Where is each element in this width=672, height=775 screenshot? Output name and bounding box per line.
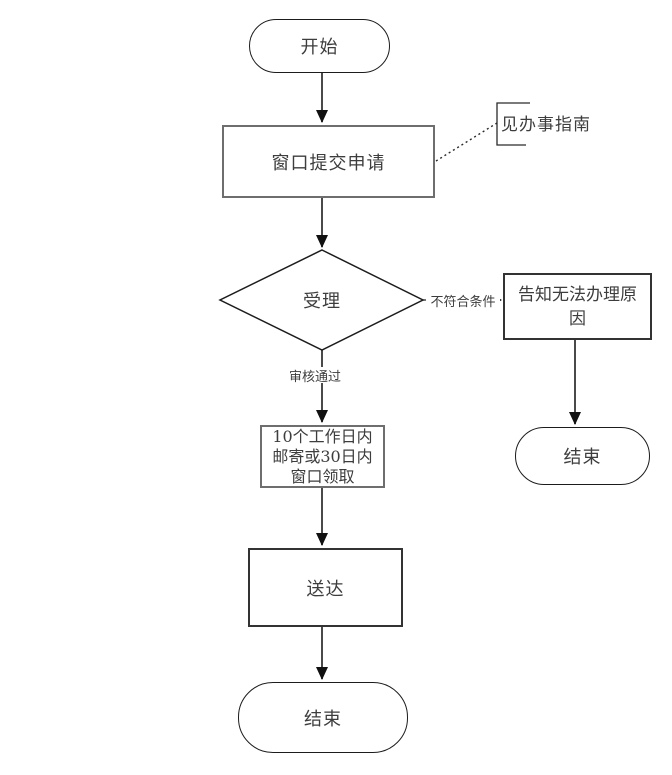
edge-label-not-qualified-text: 不符合条件 [430,294,496,310]
node-submit-application: 窗口提交申请 [222,125,435,198]
edge-label-not-qualified: 不符合条件 [426,292,500,310]
node-accept-label: 受理 [303,291,341,312]
annotation-guide-note-label: 见办事指南 [501,115,591,135]
node-inform-label: 告知无法办理原因 [518,284,637,329]
annotation-bracket [496,102,530,146]
accept-diamond-shape [218,249,425,351]
node-submit-label: 窗口提交申请 [271,152,386,174]
node-end-right-label: 结束 [563,447,602,468]
node-accept-decision: 受理 [272,288,372,312]
node-inform-reason: 告知无法办理原因 [503,273,652,340]
node-start-label: 开始 [300,37,339,58]
node-deliver: 送达 [248,548,403,627]
node-pickup-mail: 10个工作日内 邮寄或30日内 窗口领取 [260,425,385,488]
node-end-bottom-label: 结束 [304,708,342,730]
node-start: 开始 [249,19,390,73]
annotation-dotted-line [435,122,498,162]
node-end-right: 结束 [515,427,650,485]
node-end-bottom: 结束 [238,682,408,753]
node-pickup-line-2: 邮寄或30日内 [272,446,373,466]
annotation-guide-note: 见办事指南 [501,111,599,135]
node-pickup-line-3: 窗口领取 [290,466,355,486]
edge-label-approved: 审核通过 [286,367,344,385]
edge-label-approved-text: 审核通过 [288,369,341,385]
node-pickup-line-1: 10个工作日内 [272,426,373,446]
node-deliver-label: 送达 [306,578,345,600]
